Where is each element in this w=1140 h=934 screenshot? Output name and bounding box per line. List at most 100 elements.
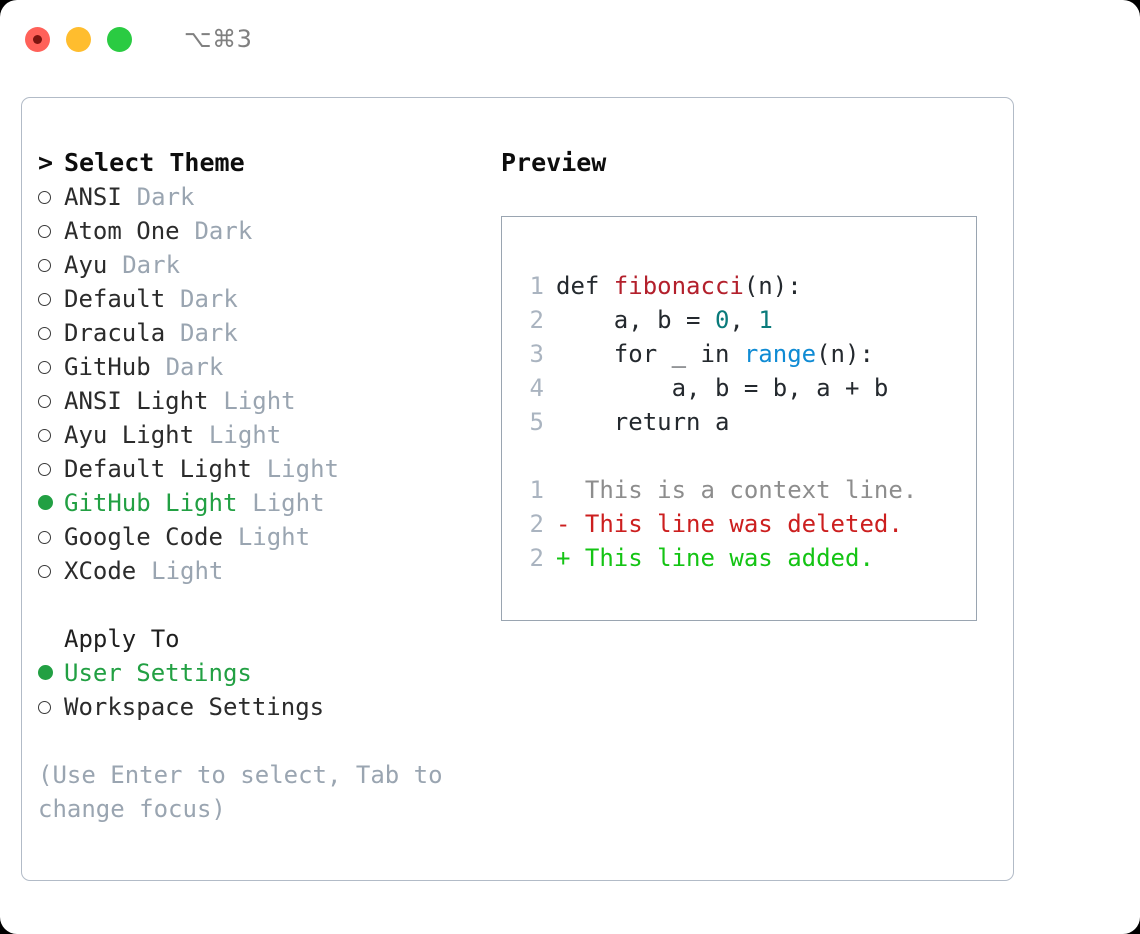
code-token: ,: [729, 306, 759, 334]
theme-option-name: Default Light: [64, 455, 252, 483]
theme-option-variant: Light: [151, 557, 224, 585]
diff-line-number: 2: [529, 544, 544, 572]
theme-option-variant: Dark: [136, 183, 195, 211]
theme-option-google-code[interactable]: Google Code Light: [38, 520, 488, 554]
close-window-icon[interactable]: [25, 26, 50, 52]
apply-to-heading: Apply To: [64, 625, 180, 653]
keyboard-hint-text: (Use Enter to select, Tab to change focu…: [38, 761, 443, 823]
radio-unselected-icon: [38, 316, 64, 350]
theme-option-ayu-light[interactable]: Ayu Light Light: [38, 418, 488, 452]
diff-text: This line was deleted.: [570, 510, 903, 538]
theme-option-ayu[interactable]: Ayu Dark: [38, 248, 488, 282]
diff-line-text: - This line was deleted.: [556, 507, 903, 541]
diff-sign: +: [556, 544, 571, 572]
code-line: 5 return a: [516, 405, 917, 439]
keyboard-shortcut-label: ⌥⌘3: [184, 25, 253, 53]
code-line-text: return a: [556, 405, 730, 439]
theme-option-ansi-light[interactable]: ANSI Light Light: [38, 384, 488, 418]
theme-option-xcode[interactable]: XCode Light: [38, 554, 488, 588]
code-token: return a: [556, 408, 730, 436]
theme-option-github[interactable]: GitHub Dark: [38, 350, 488, 384]
diff-line: 2- This line was deleted.: [516, 507, 917, 541]
code-line: 3 for _ in range(n):: [516, 337, 917, 371]
diff-line-text: This is a context line.: [556, 473, 917, 507]
code-token: 0: [714, 306, 730, 334]
code-token: (n):: [816, 340, 874, 368]
radio-unselected-icon: [38, 384, 64, 418]
minimize-window-icon[interactable]: [66, 26, 91, 52]
radio-unselected-icon: [38, 554, 64, 588]
select-theme-heading-label: Select Theme: [64, 148, 245, 177]
radio-unselected-icon: [38, 418, 64, 452]
theme-option-name: GitHub: [64, 353, 151, 381]
code-token: a, b = b, a + b: [556, 374, 889, 402]
theme-option-github-light[interactable]: GitHub Light Light: [38, 486, 488, 520]
diff-line-text: + This line was added.: [556, 541, 874, 575]
diff-line-number: 1: [529, 476, 544, 504]
code-line-text: for _ in range(n):: [556, 337, 874, 371]
theme-option-name: ANSI: [64, 183, 122, 211]
code-line-number: 5: [529, 408, 544, 436]
theme-option-name: XCode: [64, 557, 137, 585]
code-line-number: 3: [529, 340, 544, 368]
theme-option-name: Ayu Light: [64, 421, 195, 449]
theme-option-name: ANSI Light: [64, 387, 209, 415]
diff-text: This is a context line.: [570, 476, 918, 504]
theme-option-variant: Dark: [165, 353, 224, 381]
diff-sign: -: [556, 510, 571, 538]
diff-line-number: 2: [529, 510, 544, 538]
theme-option-dracula[interactable]: Dracula Dark: [38, 316, 488, 350]
diff-sign: [556, 476, 570, 504]
theme-option-variant: Dark: [194, 217, 253, 245]
code-token: a, b =: [556, 306, 715, 334]
caret-prompt-icon: >: [38, 148, 54, 177]
code-line: 4 a, b = b, a + b: [516, 371, 917, 405]
theme-option-variant: Dark: [180, 319, 238, 347]
apply-to-option-user-settings[interactable]: User Settings: [38, 656, 488, 690]
code-line-number: 4: [529, 374, 544, 402]
theme-option-atom-one[interactable]: Atom One Dark: [38, 214, 488, 248]
window-controls: [25, 26, 132, 52]
apply-to-option-label: Workspace Settings: [64, 693, 325, 721]
apply-to-option-label: User Settings: [64, 659, 252, 687]
theme-option-name: GitHub Light: [64, 489, 238, 517]
theme-option-name: Ayu: [64, 251, 108, 279]
theme-option-variant: Dark: [122, 251, 181, 279]
theme-option-name: Default: [64, 285, 166, 313]
theme-option-variant: Light: [208, 421, 282, 449]
theme-option-variant: Light: [223, 387, 296, 415]
radio-unselected-icon: [38, 520, 64, 554]
code-token: fibonacci: [613, 272, 744, 300]
diff-text: This line was added.: [570, 544, 874, 572]
code-line-text: a, b = 0, 1: [556, 303, 773, 337]
maximize-window-icon[interactable]: [107, 26, 132, 52]
theme-option-ansi[interactable]: ANSI Dark: [38, 180, 488, 214]
radio-selected-icon: [38, 486, 64, 520]
theme-option-name: Google Code: [64, 523, 223, 551]
radio-unselected-icon: [38, 282, 64, 316]
code-line-number: 2: [529, 306, 544, 334]
radio-unselected-icon: [38, 350, 64, 384]
theme-option-name: Atom One: [64, 217, 180, 245]
radio-unselected-icon: [38, 452, 64, 486]
diff-line: 2 + This line was added.: [516, 541, 917, 575]
code-token: (n):: [743, 272, 802, 300]
theme-option-variant: Light: [237, 523, 311, 551]
diff-line: 1 This is a context line.: [516, 473, 918, 507]
code-blank-line: [516, 439, 917, 473]
theme-option-name: Dracula: [64, 319, 166, 347]
code-token: for _ in: [556, 340, 744, 368]
preview-title: Preview: [501, 148, 607, 177]
apply-to-option-workspace-settings[interactable]: Workspace Settings: [38, 690, 488, 724]
theme-option-variant: Light: [252, 489, 325, 517]
